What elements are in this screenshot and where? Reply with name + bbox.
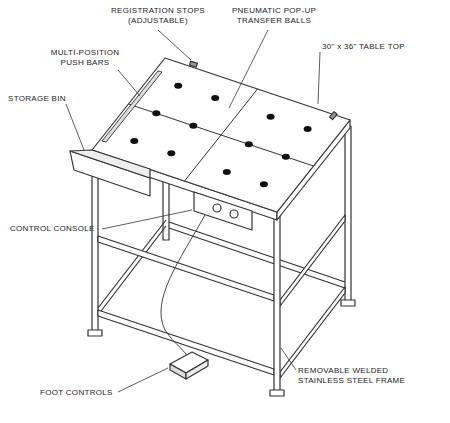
callout-label: 30" x 36" TABLE TOP: [322, 42, 442, 52]
leader-line: [118, 70, 140, 96]
registration-stop: [190, 61, 198, 67]
leader-line: [158, 30, 191, 60]
frame-leg: [92, 156, 98, 332]
transfer-ball: [304, 126, 312, 132]
callout-label: PNEUMATIC POP-UP TRANSFER BALLS: [224, 6, 324, 26]
callout-label: STORAGE BIN: [8, 94, 98, 104]
transfer-ball: [260, 181, 268, 187]
frame-rail: [98, 310, 274, 375]
leader-line: [118, 368, 168, 392]
leveling-foot: [341, 300, 355, 306]
frame-rail: [280, 287, 345, 378]
transfer-ball: [189, 123, 197, 129]
callout-label: CONTROL CONSOLE: [10, 224, 110, 234]
storage-bin: [70, 151, 150, 196]
frame-rail: [98, 236, 274, 301]
transfer-ball: [282, 154, 290, 160]
callout-label: FOOT CONTROLS: [40, 388, 130, 398]
foot-pedal: [186, 360, 208, 379]
leader-line: [318, 52, 320, 104]
transfer-ball: [223, 169, 231, 175]
transfer-ball: [167, 150, 175, 156]
callout-label: REGISTRATION STOPS (ADJUSTABLE): [100, 6, 216, 26]
leader-line: [66, 104, 84, 150]
pedal-cable: [161, 215, 205, 358]
control-console: [194, 192, 252, 230]
leader-line: [281, 348, 296, 370]
callout-label: REMOVABLE WELDED STAINLESS STEEL FRAME: [298, 366, 426, 386]
push-bar: [102, 71, 162, 142]
transfer-ball: [174, 83, 182, 89]
frame-leg: [345, 126, 351, 302]
transfer-ball: [267, 114, 275, 120]
frame-rail: [169, 228, 345, 288]
transfer-ball: [130, 138, 138, 144]
transfer-ball: [211, 95, 219, 101]
storage-bin: [70, 150, 150, 178]
console-knob: [213, 204, 221, 212]
callout-label: MULTI-POSITION PUSH BARS: [40, 48, 130, 68]
leader-line: [229, 30, 268, 108]
panel-divider: [129, 104, 314, 166]
console-knob: [230, 210, 238, 218]
leveling-foot: [270, 390, 284, 396]
transfer-ball: [245, 141, 253, 147]
leveling-foot: [88, 330, 102, 336]
frame-rail: [98, 220, 166, 308]
leader-line: [102, 210, 192, 229]
foot-pedal: [170, 364, 186, 379]
frame-leg: [274, 216, 280, 392]
frame-rail: [280, 215, 345, 306]
registration-stop: [330, 112, 338, 120]
transfer-ball: [152, 110, 160, 116]
